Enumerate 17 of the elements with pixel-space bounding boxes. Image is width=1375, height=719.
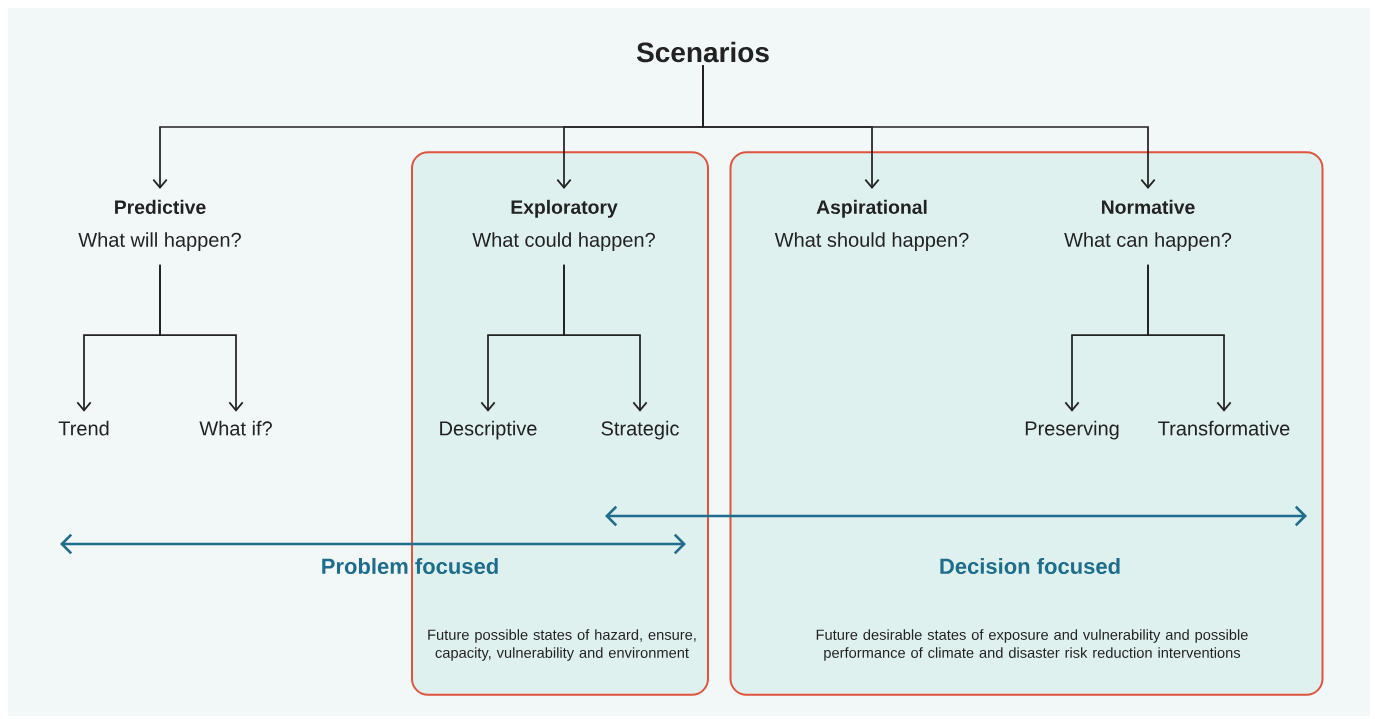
category-label: Exploratory What could happen? <box>472 199 655 251</box>
connector-arrow <box>702 64 1156 189</box>
subtype-label: Trend <box>58 420 109 436</box>
connector-arrow <box>159 264 244 412</box>
connector-arrow <box>563 264 648 412</box>
subtype-label: Transformative <box>1158 420 1290 436</box>
range-label: Decision focused <box>940 557 1120 575</box>
title: Scenarios <box>636 41 769 63</box>
subtype-label: Preserving <box>1025 420 1119 440</box>
subtype-label: Descriptive <box>440 420 537 440</box>
subtype-label: Strategic <box>601 420 679 440</box>
category-label: Predictive What will happen? <box>78 199 241 251</box>
range-label: Problem focused <box>322 557 498 575</box>
category-label: Normative What can happen? <box>1064 199 1232 251</box>
category-label: Aspirational What should happen? <box>774 199 969 251</box>
subtype-label: What if? <box>199 420 272 436</box>
connector-arrow <box>1147 264 1232 412</box>
